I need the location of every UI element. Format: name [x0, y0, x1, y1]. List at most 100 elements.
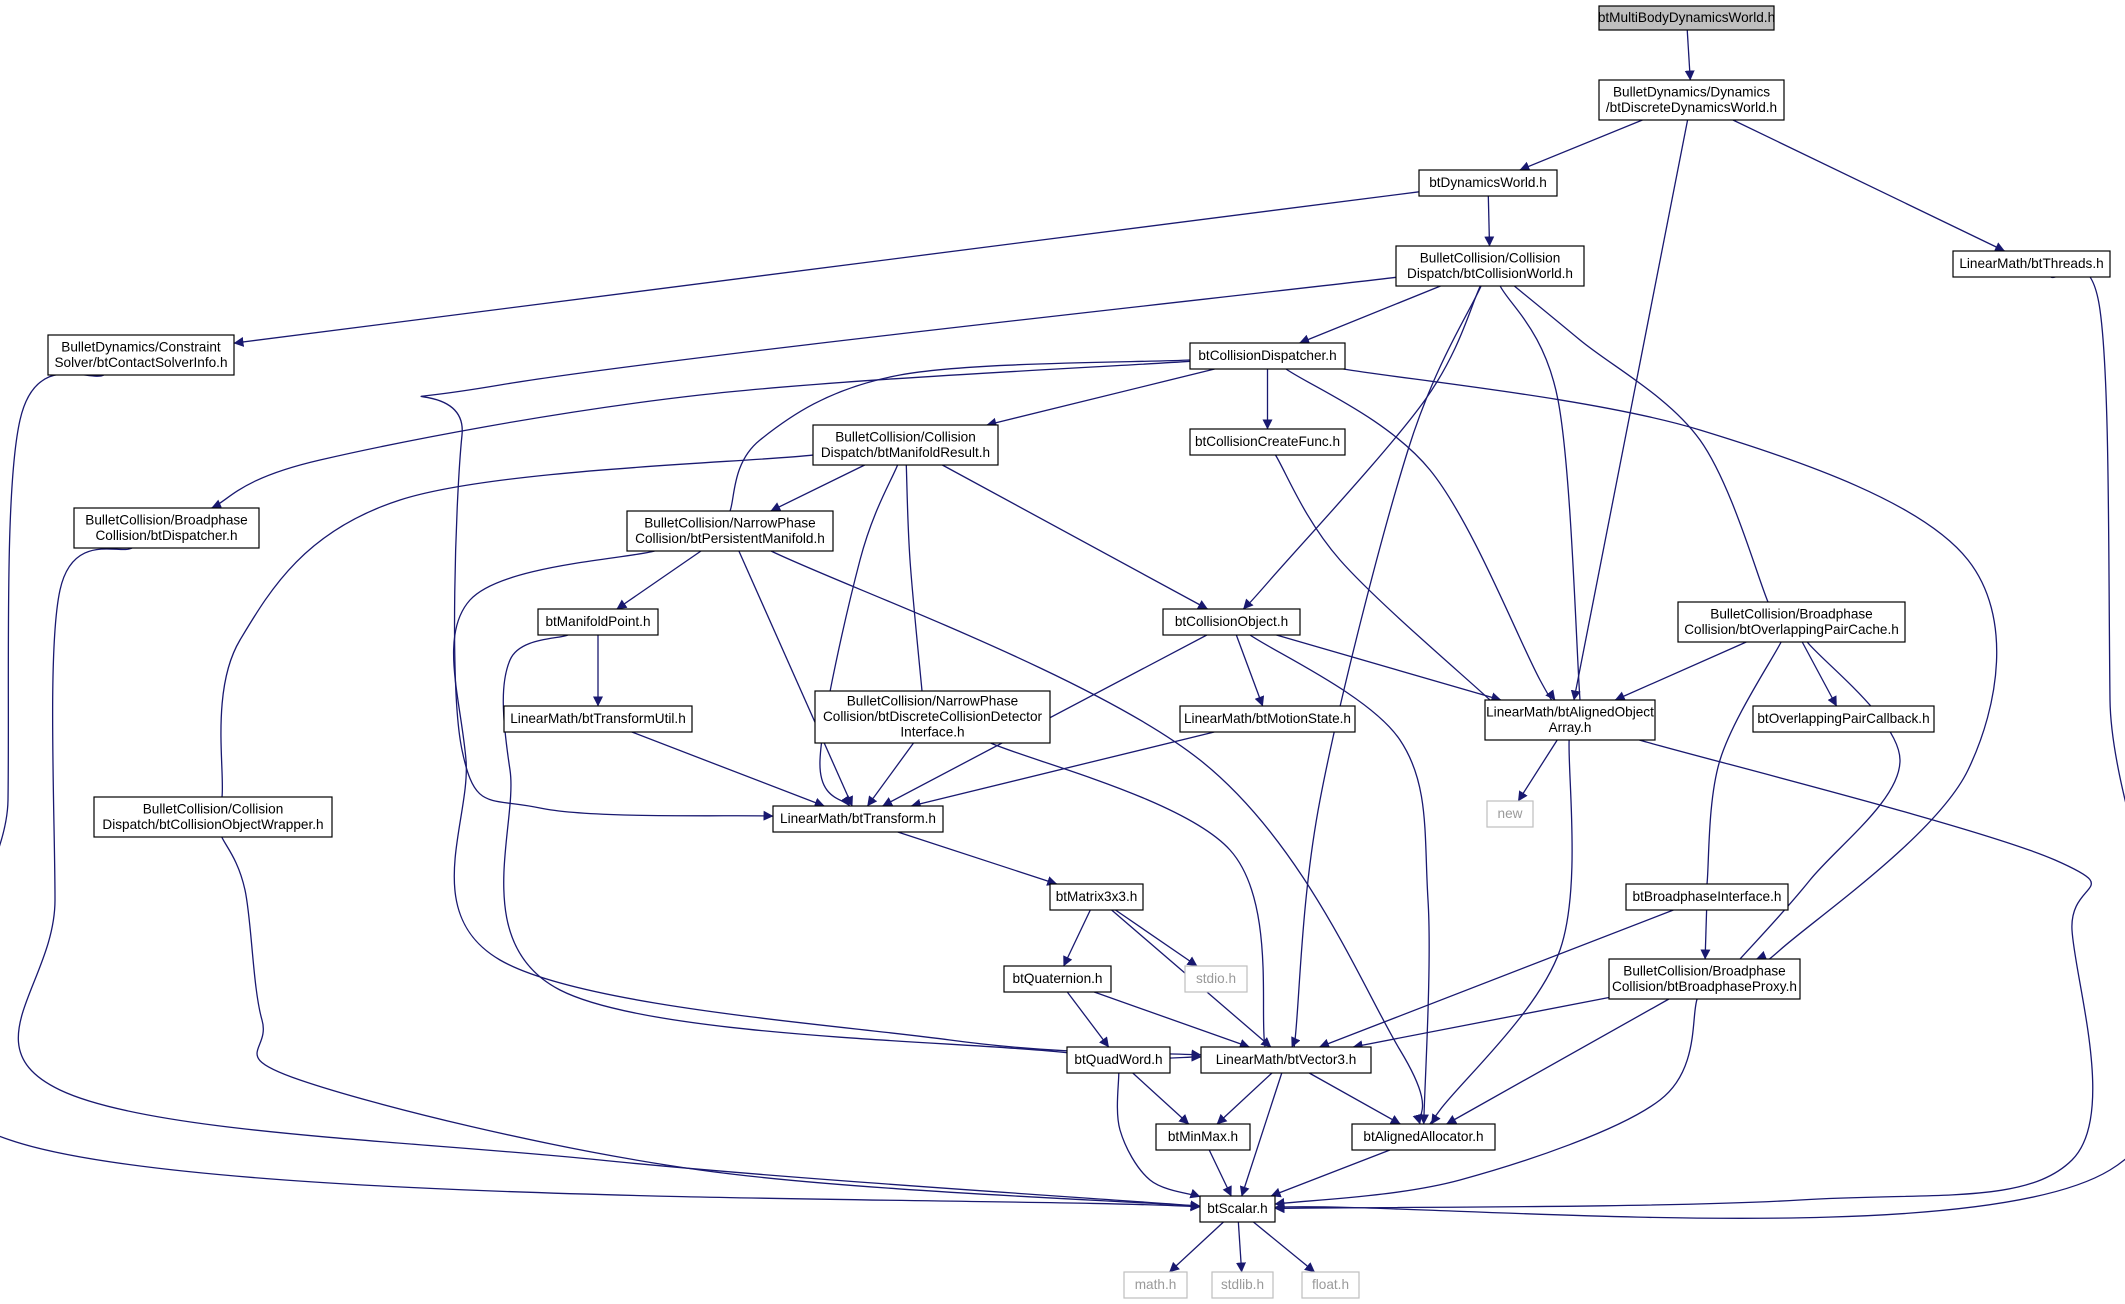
- node-aa[interactable]: btAlignedAllocator.h: [1351, 1123, 1496, 1151]
- node-box[interactable]: [1049, 883, 1144, 911]
- edge-ddw-to-aoa: [1570, 119, 1689, 701]
- node-box[interactable]: [1677, 601, 1906, 643]
- node-opc[interactable]: BulletCollision/BroadphaseCollision/btOv…: [1677, 601, 1906, 643]
- node-box[interactable]: [772, 805, 944, 833]
- node-box[interactable]: [812, 424, 999, 466]
- edge-pm-to-aa: [770, 550, 1424, 1125]
- node-box[interactable]: [1351, 1123, 1496, 1151]
- node-box[interactable]: [1752, 705, 1935, 733]
- node-label: btMatrix3x3.h: [1056, 889, 1138, 904]
- edge-thr-to-sc: [1274, 268, 2125, 1219]
- node-dcdi[interactable]: BulletCollision/NarrowPhaseCollision/btD…: [814, 690, 1051, 744]
- node-box[interactable]: [1123, 1271, 1188, 1299]
- edge-opc-to-aoa: [1614, 641, 1747, 701]
- node-box[interactable]: [1486, 800, 1534, 828]
- edge-qw-to-sc: [1116, 1072, 1201, 1199]
- node-ccf[interactable]: btCollisionCreateFunc.h: [1189, 428, 1346, 456]
- node-new[interactable]: new: [1486, 800, 1534, 828]
- node-box[interactable]: [1189, 342, 1346, 370]
- node-bmbdw[interactable]: btMultiBodyDynamicsWorld.h: [1598, 5, 1775, 31]
- node-bd[interactable]: BulletCollision/BroadphaseCollision/btDi…: [73, 507, 260, 549]
- node-cow[interactable]: BulletCollision/CollisionDispatch/btColl…: [93, 796, 333, 838]
- node-label: Collision/btDispatcher.h: [95, 528, 237, 543]
- node-box[interactable]: [1066, 1046, 1171, 1074]
- node-box[interactable]: [1162, 608, 1301, 636]
- edge-co-to-aa: [1249, 634, 1430, 1125]
- node-m33[interactable]: btMatrix3x3.h: [1049, 883, 1144, 911]
- node-label: btBroadphaseInterface.h: [1633, 889, 1782, 904]
- edge-sc-to-stdlib: [1236, 1221, 1247, 1273]
- node-csi[interactable]: BulletDynamics/ConstraintSolver/btContac…: [47, 334, 235, 376]
- node-mm[interactable]: btMinMax.h: [1155, 1123, 1251, 1151]
- node-label: btDynamicsWorld.h: [1429, 175, 1547, 190]
- node-box[interactable]: [814, 690, 1051, 744]
- node-box[interactable]: [1301, 1271, 1360, 1299]
- node-label: LinearMath/btTransform.h: [780, 811, 936, 826]
- node-bi[interactable]: btBroadphaseInterface.h: [1625, 883, 1789, 911]
- node-label: Array.h: [1549, 720, 1592, 735]
- node-qu[interactable]: btQuaternion.h: [1003, 965, 1112, 993]
- node-box[interactable]: [1155, 1123, 1251, 1151]
- node-box[interactable]: [537, 608, 659, 636]
- node-label: btMultiBodyDynamicsWorld.h: [1598, 10, 1775, 25]
- edge-co-to-ms: [1235, 634, 1265, 707]
- node-box[interactable]: [626, 510, 834, 552]
- node-box[interactable]: [1199, 1195, 1276, 1223]
- edge-qu-to-qw: [1066, 991, 1110, 1048]
- node-box[interactable]: [1395, 245, 1585, 287]
- edge-aoa-to-sc: [1274, 739, 2094, 1214]
- node-box[interactable]: [1189, 428, 1346, 456]
- node-stdlib[interactable]: stdlib.h: [1211, 1271, 1274, 1299]
- edge-pm-to-v3: [453, 550, 1202, 1060]
- node-mr[interactable]: BulletCollision/CollisionDispatch/btMani…: [812, 424, 999, 466]
- node-pm[interactable]: BulletCollision/NarrowPhaseCollision/btP…: [626, 510, 834, 552]
- node-box[interactable]: [93, 796, 333, 838]
- node-thr[interactable]: LinearMath/btThreads.h: [1952, 250, 2111, 278]
- node-label: BulletCollision/Broadphase: [85, 512, 247, 527]
- node-tu[interactable]: LinearMath/btTransformUtil.h: [503, 705, 693, 733]
- node-box[interactable]: [1598, 79, 1785, 121]
- edge-cd-to-mr: [986, 368, 1215, 428]
- node-stdio[interactable]: stdio.h: [1184, 965, 1248, 993]
- node-cd[interactable]: btCollisionDispatcher.h: [1189, 342, 1346, 370]
- node-box[interactable]: [503, 705, 693, 733]
- edge-bp-to-aa: [1446, 998, 1670, 1125]
- node-tr[interactable]: LinearMath/btTransform.h: [772, 805, 944, 833]
- node-float[interactable]: float.h: [1301, 1271, 1360, 1299]
- node-box[interactable]: [1418, 169, 1558, 197]
- edge-mr-to-co: [942, 464, 1208, 610]
- node-v3[interactable]: LinearMath/btVector3.h: [1200, 1046, 1372, 1074]
- node-cw[interactable]: BulletCollision/CollisionDispatch/btColl…: [1395, 245, 1585, 287]
- node-box[interactable]: [1952, 250, 2111, 278]
- node-label: btManifoldPoint.h: [545, 614, 650, 629]
- node-label: Dispatch/btCollisionObjectWrapper.h: [102, 817, 323, 832]
- node-sc[interactable]: btScalar.h: [1199, 1195, 1276, 1223]
- node-box[interactable]: [1211, 1271, 1274, 1299]
- edge-cw-to-cd: [1299, 285, 1441, 345]
- edge-cw-to-tr: [420, 276, 1397, 821]
- node-box[interactable]: [1200, 1046, 1372, 1074]
- edge-opc-to-opcb: [1801, 641, 1838, 707]
- node-box[interactable]: [1003, 965, 1112, 993]
- edge-bp-to-sc: [1274, 998, 1698, 1208]
- node-bp[interactable]: BulletCollision/BroadphaseCollision/btBr…: [1608, 958, 1801, 1000]
- node-box[interactable]: [1184, 965, 1248, 993]
- node-box[interactable]: [1608, 958, 1801, 1000]
- node-opcb[interactable]: btOverlappingPairCallback.h: [1752, 705, 1935, 733]
- node-box[interactable]: [1179, 705, 1356, 733]
- node-co[interactable]: btCollisionObject.h: [1162, 608, 1301, 636]
- node-dw[interactable]: btDynamicsWorld.h: [1418, 169, 1558, 197]
- node-label: BulletDynamics/Constraint: [61, 339, 221, 354]
- edge-cow-to-sc: [221, 836, 1201, 1211]
- node-box[interactable]: [73, 507, 260, 549]
- node-box[interactable]: [1625, 883, 1789, 911]
- node-box[interactable]: [1598, 5, 1775, 31]
- node-math[interactable]: math.h: [1123, 1271, 1188, 1299]
- node-ms[interactable]: LinearMath/btMotionState.h: [1179, 705, 1356, 733]
- node-box[interactable]: [47, 334, 235, 376]
- node-box[interactable]: [1484, 699, 1656, 741]
- node-qw[interactable]: btQuadWord.h: [1066, 1046, 1171, 1074]
- node-ddw[interactable]: BulletDynamics/Dynamics/btDiscreteDynami…: [1598, 79, 1785, 121]
- node-mp[interactable]: btManifoldPoint.h: [537, 608, 659, 636]
